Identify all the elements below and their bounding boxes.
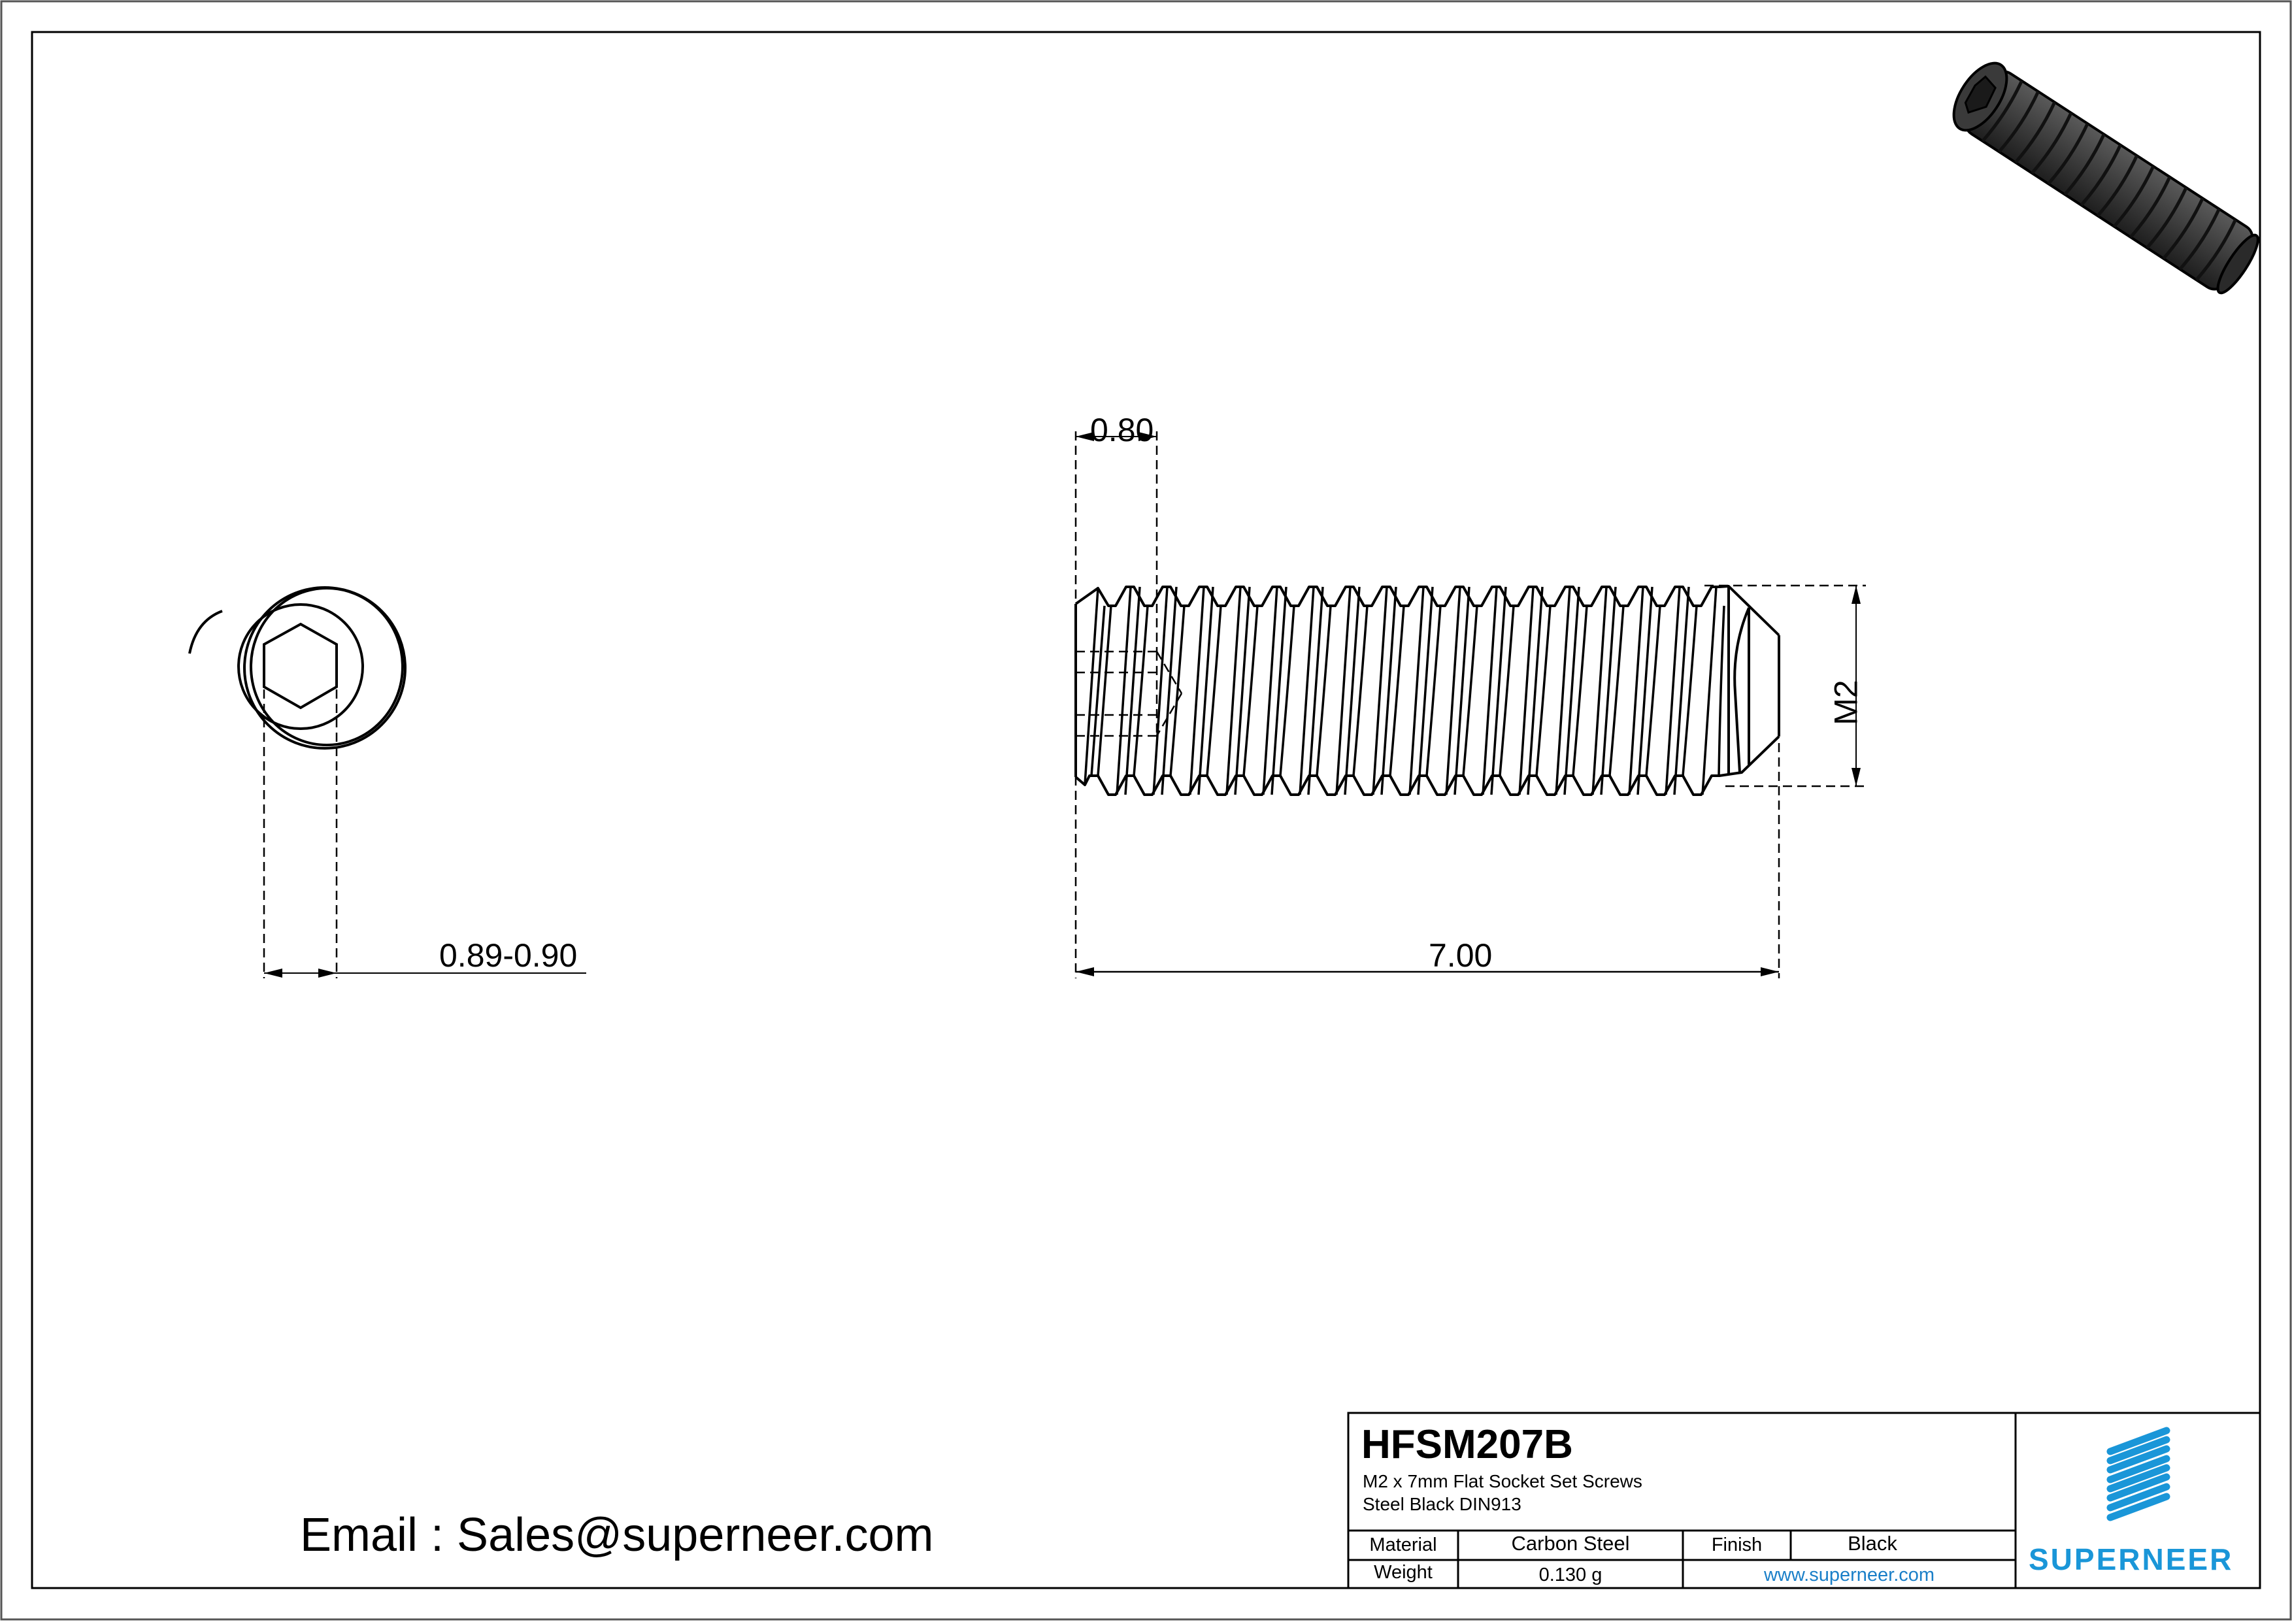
brand-name: SUPERNEER — [2029, 1542, 2234, 1576]
end-view — [188, 586, 407, 750]
hex-socket — [263, 622, 338, 710]
weight-value: 0.130 g — [1538, 1564, 1603, 1585]
material-value: Carbon Steel — [1511, 1532, 1630, 1555]
weight-label: Weight — [1374, 1561, 1433, 1583]
side-view — [1074, 585, 1780, 796]
socket-width-label: 0.89-0.90 — [439, 937, 578, 974]
length-label: 7.00 — [1429, 937, 1493, 974]
description-line-2: Steel Black DIN913 — [1363, 1494, 1521, 1514]
socket-depth-label: 0.80 — [1090, 412, 1154, 448]
inner-frame — [31, 31, 2261, 1589]
website-link[interactable]: www.superneer.com — [1763, 1564, 1935, 1585]
finish-label: Finish — [1711, 1534, 1763, 1555]
screw-3d-render — [1952, 61, 2259, 295]
description-line-1: M2 x 7mm Flat Socket Set Screws — [1363, 1471, 1642, 1491]
contact-email: Email : Sales@superneer.com — [300, 1509, 934, 1561]
finish-value: Black — [1848, 1532, 1897, 1555]
part-number: HFSM207B — [1361, 1422, 1573, 1467]
thread-size-label: M2 — [1827, 680, 1865, 725]
title-block — [1347, 1412, 2261, 1589]
superneer-logo-icon — [2106, 1427, 2170, 1521]
socket-width-dimension — [263, 689, 586, 978]
material-label: Material — [1369, 1534, 1437, 1555]
side-view-dimensions — [1074, 431, 1866, 978]
